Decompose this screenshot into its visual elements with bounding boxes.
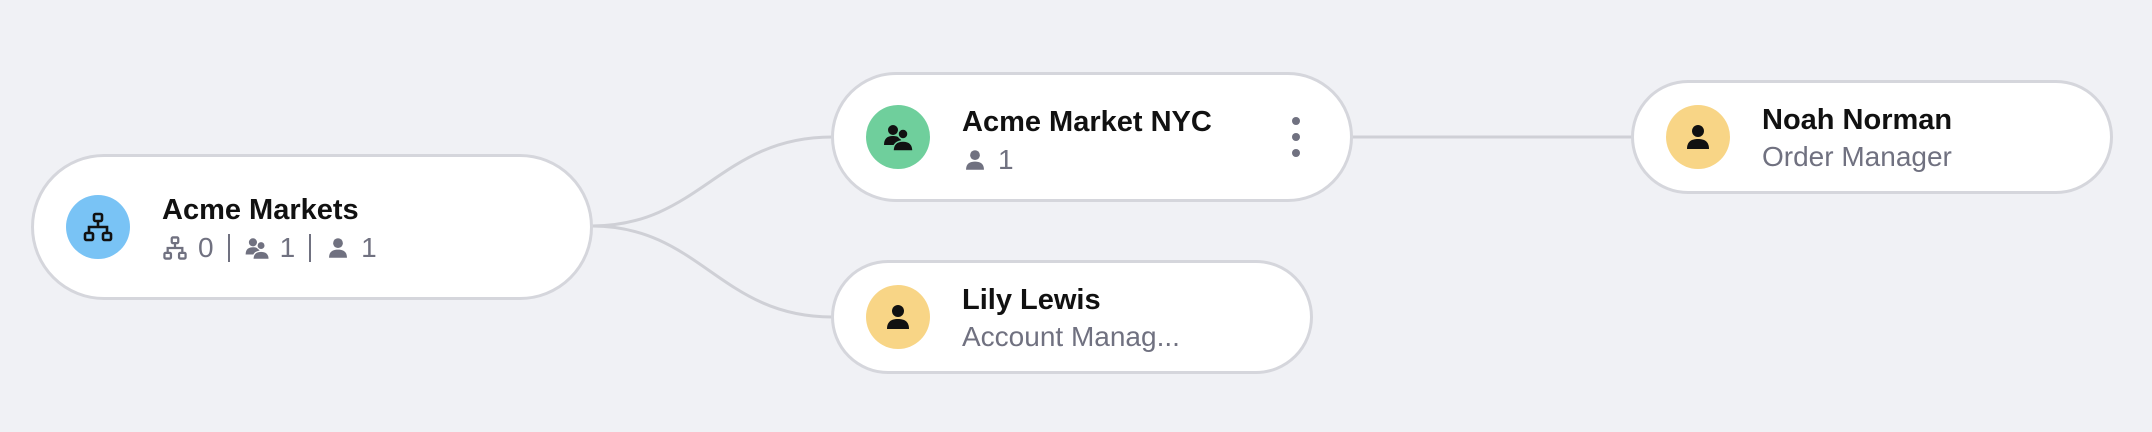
- org-avatar: [66, 195, 130, 259]
- people-count: 1: [998, 144, 1014, 175]
- node-lily-lewis[interactable]: Lily Lewis Account Manag...: [831, 260, 1313, 374]
- node-acme-market-nyc[interactable]: Acme Market NYC 1: [831, 72, 1353, 202]
- teams-count: 1: [279, 232, 296, 263]
- person-icon: [329, 238, 348, 258]
- org-chart-icon: [83, 212, 113, 242]
- node-role: Account Manag...: [962, 321, 1180, 352]
- node-title: Acme Markets: [162, 194, 359, 226]
- people-count: 1: [361, 232, 377, 263]
- node-title: Lily Lewis: [962, 284, 1101, 316]
- teams-stat: 1: [244, 231, 296, 265]
- node-acme-markets[interactable]: Acme Markets 0: [31, 154, 593, 300]
- connector-markets-to-lily: [591, 224, 833, 319]
- connector-markets-to-nyc: [591, 135, 833, 228]
- person-icon: [887, 305, 909, 329]
- person-avatar: [1666, 105, 1730, 169]
- node-title: Acme Market NYC: [962, 106, 1212, 138]
- person-avatar: [866, 285, 930, 349]
- orgs-stat: 0: [162, 231, 214, 265]
- node-role: Order Manager: [1762, 141, 1952, 172]
- node-stats: 1: [962, 143, 1212, 177]
- node-stats: 0 1: [162, 231, 377, 265]
- more-vertical-icon[interactable]: [1284, 113, 1308, 161]
- person-icon: [1687, 125, 1709, 149]
- person-icon: [966, 150, 984, 170]
- node-noah-norman[interactable]: Noah Norman Order Manager: [1631, 80, 2113, 194]
- team-avatar: [866, 105, 930, 169]
- stat-divider: [309, 234, 312, 262]
- team-icon: [245, 238, 270, 260]
- team-icon: [884, 125, 914, 152]
- org-chart-icon: [163, 236, 187, 260]
- people-stat: 1: [962, 143, 1014, 177]
- orgs-count: 0: [198, 232, 214, 263]
- stat-divider: [227, 234, 230, 262]
- people-stat: 1: [325, 231, 377, 265]
- node-title: Noah Norman: [1762, 104, 1953, 136]
